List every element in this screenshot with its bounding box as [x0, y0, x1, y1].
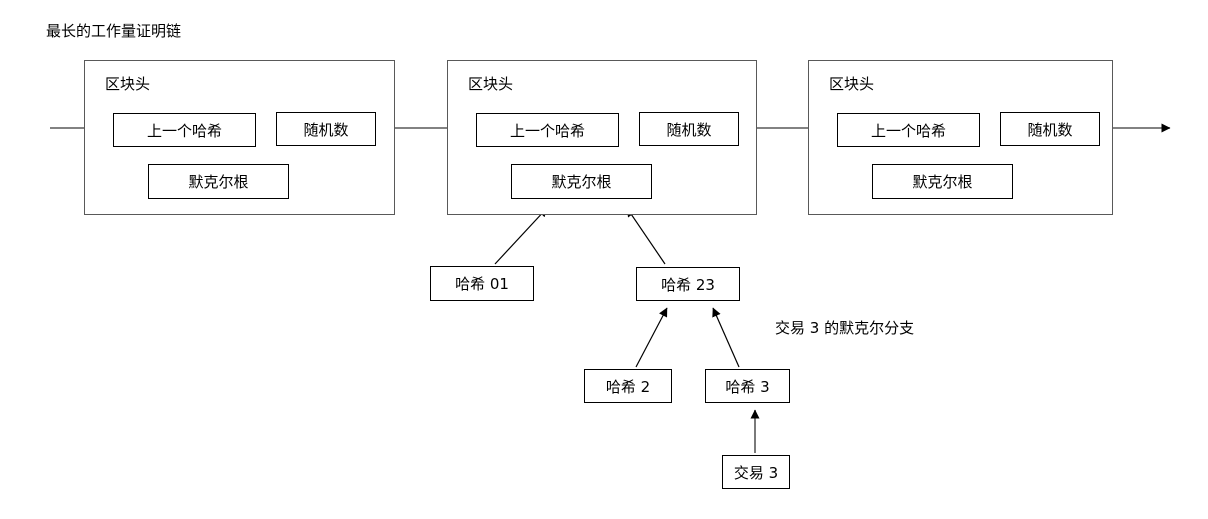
block-1-nonce-field[interactable]: 随机数 — [276, 112, 376, 146]
block-1-prev-hash-field[interactable]: 上一个哈希 — [113, 113, 256, 147]
block-2[interactable]: 区块头 上一个哈希 随机数 默克尔根 — [447, 60, 757, 215]
merkle-node-hash01[interactable]: 哈希 01 — [430, 266, 534, 301]
merkle-node-hash2[interactable]: 哈希 2 — [584, 369, 672, 403]
merkle-branch-annotation: 交易 3 的默克尔分支 — [775, 319, 915, 337]
block-3[interactable]: 区块头 上一个哈希 随机数 默克尔根 — [808, 60, 1113, 215]
merkle-arrow-hash2-to-hash23 — [635, 307, 668, 368]
block-1-header-label: 区块头 — [105, 75, 151, 93]
block-3-header-label: 区块头 — [829, 75, 875, 93]
merkle-node-tx3[interactable]: 交易 3 — [722, 455, 790, 489]
block-3-prev-hash-field[interactable]: 上一个哈希 — [837, 113, 980, 147]
merkle-node-hash3[interactable]: 哈希 3 — [705, 369, 790, 403]
merkle-arrow-hash01-to-root — [494, 207, 548, 265]
block-2-merkle-root-field[interactable]: 默克尔根 — [511, 164, 652, 199]
block-3-nonce-field[interactable]: 随机数 — [1000, 112, 1100, 146]
block-2-nonce-field[interactable]: 随机数 — [639, 112, 739, 146]
diagram-title: 最长的工作量证明链 — [46, 22, 182, 40]
block-2-header-label: 区块头 — [468, 75, 514, 93]
merkle-arrow-hash3-to-hash23 — [712, 307, 740, 368]
merkle-node-hash23[interactable]: 哈希 23 — [636, 267, 740, 301]
block-1-merkle-root-field[interactable]: 默克尔根 — [148, 164, 289, 199]
block-1[interactable]: 区块头 上一个哈希 随机数 默克尔根 — [84, 60, 395, 215]
block-3-merkle-root-field[interactable]: 默克尔根 — [872, 164, 1013, 199]
block-2-prev-hash-field[interactable]: 上一个哈希 — [476, 113, 619, 147]
merkle-arrow-hash23-to-root — [626, 207, 666, 265]
